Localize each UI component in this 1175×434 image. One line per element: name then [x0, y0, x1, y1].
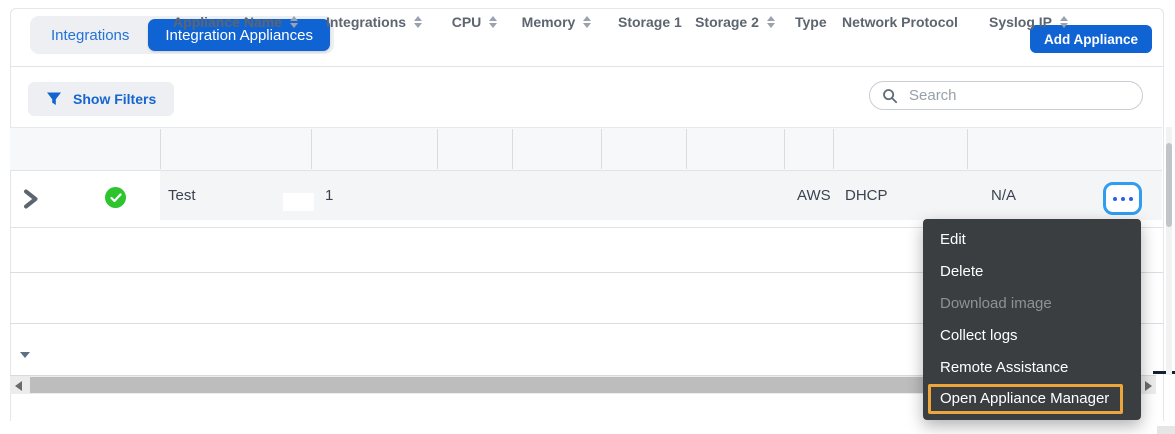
horizontal-scrollbar-thumb[interactable] [30, 377, 1138, 393]
column-separator [967, 129, 968, 169]
dot [1128, 196, 1133, 201]
table-row[interactable] [160, 171, 1162, 220]
scroll-left-arrow[interactable] [15, 381, 22, 391]
tab-integrations[interactable]: Integrations [51, 26, 130, 44]
column-header-network-protocol[interactable]: Network Protocol [833, 0, 967, 43]
sort-icon [489, 15, 498, 28]
dot [1120, 196, 1125, 201]
column-label: Appliance Name [173, 13, 282, 30]
column-label: Integrations [325, 13, 407, 30]
vertical-scrollbar-thumb[interactable] [1166, 143, 1172, 227]
tab-group: Integrations Integration Appliances [30, 16, 334, 54]
column-separator [311, 129, 312, 169]
table-bottom-border [10, 375, 1156, 376]
row-divider [10, 272, 1163, 273]
menu-item-open-appliance-manager[interactable]: Open Appliance Manager [928, 384, 1123, 414]
show-filters-button[interactable]: Show Filters [28, 82, 175, 116]
column-separator [160, 129, 161, 169]
row-actions-button[interactable] [1103, 182, 1142, 215]
sort-icon [766, 15, 775, 28]
column-label: Storage 2 [695, 13, 759, 30]
sort-icon [289, 15, 298, 28]
table-header [10, 127, 1162, 171]
row-divider [10, 227, 1163, 228]
column-header-storage-1[interactable]: Storage 1 [601, 0, 686, 43]
column-header-cpu[interactable]: CPU [437, 0, 512, 43]
add-appliance-button[interactable]: Add Appliance [1030, 25, 1153, 53]
search-input[interactable] [907, 86, 1111, 105]
scrollbar-corner [1157, 426, 1175, 434]
sort-icon [583, 15, 592, 28]
cell-syslog-ip: N/A [991, 187, 1017, 204]
search-box [869, 81, 1143, 110]
row-divider [10, 323, 1163, 324]
column-label: Type [795, 13, 827, 30]
cell-appliance-name: Test [168, 187, 196, 204]
sort-icon [414, 15, 423, 28]
menu-item-download-image: Download image [940, 295, 1052, 312]
sort-icon [1060, 15, 1069, 28]
column-label: Syslog IP [988, 13, 1053, 30]
column-separator [437, 129, 438, 169]
status-ok-icon [105, 187, 126, 208]
column-header-storage-2[interactable]: Storage 2 [686, 0, 784, 43]
cell-integrations: 1 [325, 187, 334, 204]
column-label: Network Protocol [842, 13, 958, 30]
cell-network-protocol: DHCP [845, 187, 888, 204]
show-filters-label: Show Filters [73, 91, 157, 107]
menu-item-remote-assistance[interactable]: Remote Assistance [940, 359, 1069, 376]
column-header-syslog-ip[interactable]: Syslog IP [967, 0, 1090, 43]
menu-item-delete[interactable]: Delete [940, 263, 984, 280]
row-expand-chevron-icon[interactable] [23, 189, 40, 214]
vertical-scrollbar-track[interactable] [1166, 127, 1172, 375]
dot [1112, 196, 1117, 201]
column-header-type[interactable]: Type [784, 0, 833, 43]
column-label: Storage 1 [618, 13, 682, 30]
redacted-area [283, 193, 314, 211]
column-header-memory[interactable]: Memory [512, 0, 601, 43]
column-separator [512, 129, 513, 169]
column-label: Memory [521, 13, 576, 30]
column-separator [686, 129, 687, 169]
row-actions-context-menu: Edit Delete Download image Collect logs … [923, 219, 1141, 420]
tabbar-divider [10, 66, 1163, 67]
column-header-appliance-name[interactable]: Appliance Name [160, 0, 311, 43]
menu-item-edit[interactable]: Edit [940, 231, 966, 248]
column-separator [833, 129, 834, 169]
column-separator [784, 129, 785, 169]
cursor-artifact-line [1153, 371, 1175, 374]
tab-integration-appliances[interactable]: Integration Appliances [148, 19, 330, 51]
cell-type: AWS [797, 187, 831, 204]
menu-item-collect-logs[interactable]: Collect logs [940, 327, 1018, 344]
column-separator [601, 129, 602, 169]
search-icon [883, 88, 898, 103]
column-header-integrations[interactable]: Integrations [311, 0, 437, 43]
column-label: CPU [451, 13, 482, 30]
dropdown-caret-icon[interactable] [20, 352, 30, 358]
scroll-right-arrow[interactable] [1145, 381, 1152, 391]
filter-icon [47, 92, 61, 105]
